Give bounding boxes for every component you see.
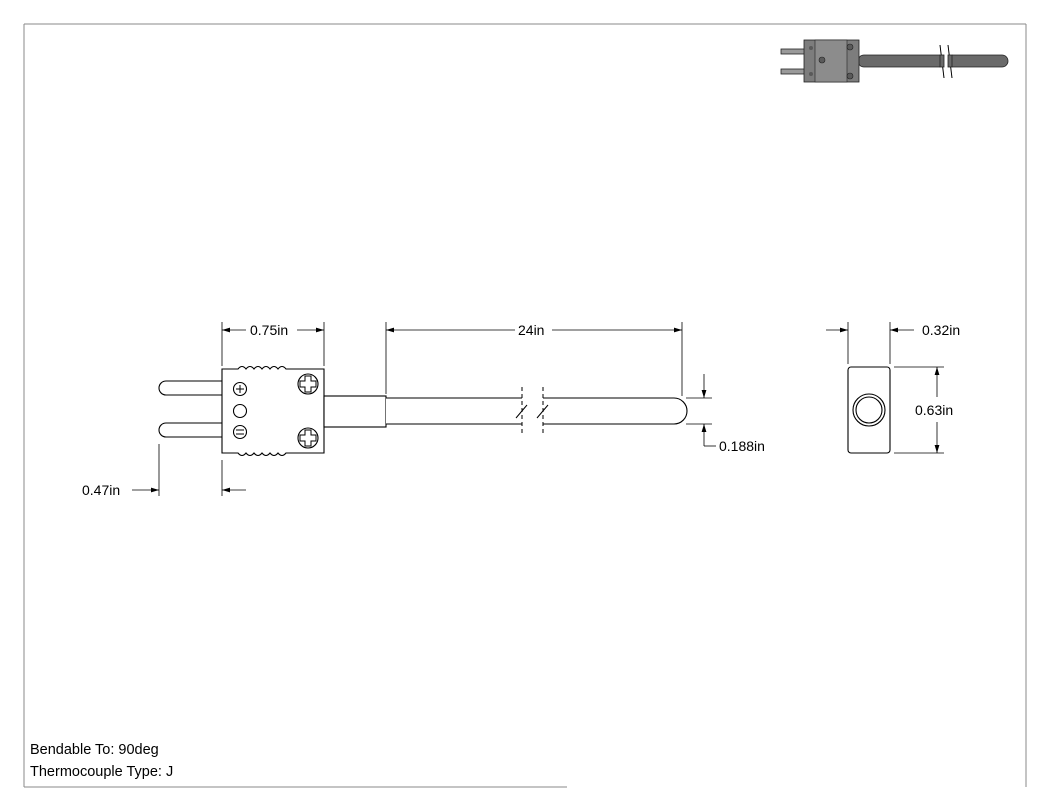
dim-pin-length: 0.47in — [82, 444, 246, 498]
side-view — [847, 366, 891, 454]
dim-label-connector-depth: 0.32in — [922, 322, 960, 338]
marker-minus — [232, 424, 248, 440]
connector-body — [221, 365, 325, 457]
thumbnail-view — [780, 39, 1009, 83]
dim-label-pin-length: 0.47in — [82, 482, 120, 498]
dim-cable-length: 24in — [385, 322, 683, 396]
dim-label-sheath-diameter: 0.188in — [719, 438, 765, 454]
note-thermocouple-type: Thermocouple Type: J — [30, 764, 174, 780]
dim-connector-depth: 0.32in — [826, 322, 960, 364]
center-hole — [232, 403, 248, 419]
front-view — [158, 365, 688, 457]
transition-sleeve — [323, 395, 387, 428]
pin-upper — [158, 380, 224, 396]
pin-lower — [158, 422, 224, 438]
sheet-border — [23, 23, 1027, 788]
marker-plus — [232, 381, 248, 397]
drawing-notes: Bendable To: 90deg Thermocouple Type: J — [30, 739, 173, 783]
screw-lower — [297, 427, 319, 449]
note-bendable: Bendable To: 90deg — [30, 742, 159, 758]
dim-sheath-diameter: 0.188in — [686, 374, 765, 454]
dim-label-cable-length: 24in — [518, 322, 544, 338]
dim-label-connector-height: 0.63in — [915, 402, 953, 418]
dim-connector-length: 0.75in — [221, 322, 325, 366]
dim-connector-height: 0.63in — [894, 366, 953, 454]
dim-label-connector-length: 0.75in — [250, 322, 288, 338]
screw-upper — [297, 373, 319, 395]
